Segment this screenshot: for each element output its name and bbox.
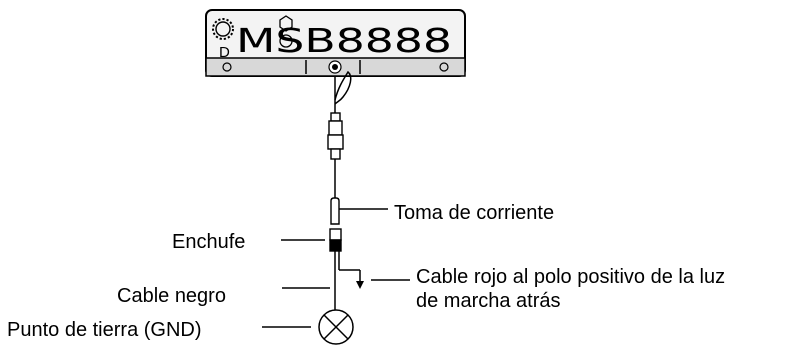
plug xyxy=(281,228,342,252)
arrow-down-icon xyxy=(356,281,364,289)
power-socket xyxy=(330,197,388,225)
hexagon-icon xyxy=(279,15,293,48)
label-enchufe: Enchufe xyxy=(172,231,246,253)
camera-lens-icon xyxy=(328,60,342,74)
plate-number: MSB8888 xyxy=(236,21,452,60)
cable-loop xyxy=(334,70,352,105)
license-plate-camera: D MSB8888 xyxy=(205,9,466,77)
label-toma-de-corriente: Toma de corriente xyxy=(394,202,555,224)
label-cable-rojo-line2: de marcha atrás xyxy=(416,290,561,312)
plate-badge-letter: D xyxy=(219,44,230,61)
gear-icon xyxy=(212,18,234,40)
ground-lamp-icon xyxy=(318,309,354,345)
camera-cable xyxy=(334,70,352,115)
screw-hole-left xyxy=(222,62,232,72)
label-cable-rojo-line1: Cable rojo al polo positivo de la luz xyxy=(416,266,726,288)
label-punto-de-tierra: Punto de tierra (GND) xyxy=(7,319,202,341)
inline-connector xyxy=(327,112,344,168)
label-cable-negro: Cable negro xyxy=(117,285,226,307)
screw-hole-right xyxy=(439,62,449,72)
red-cable-branch xyxy=(338,251,410,289)
